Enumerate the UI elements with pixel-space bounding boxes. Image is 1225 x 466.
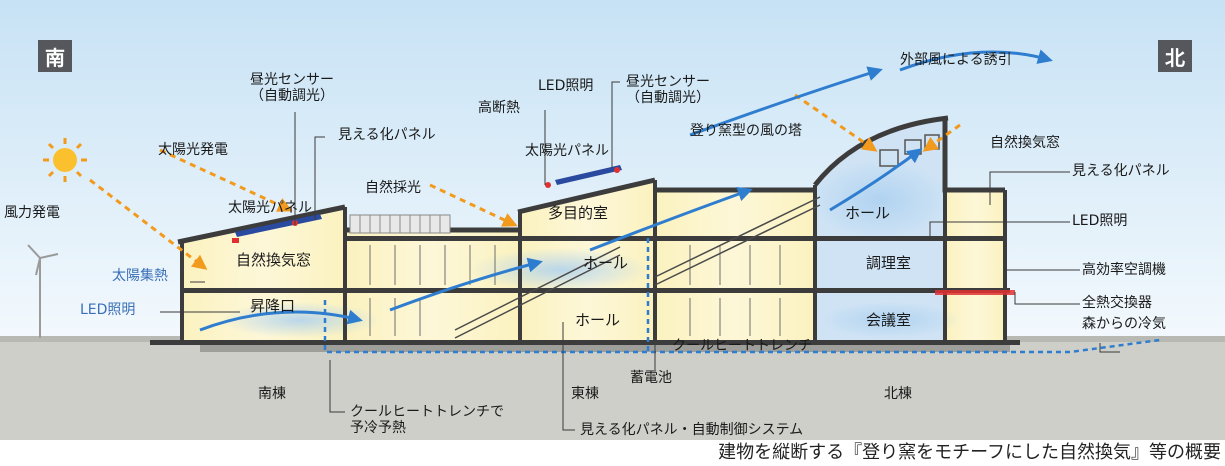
label-high-insulation: 高断熱 bbox=[478, 100, 520, 116]
label-solar-heat: 太陽集熱 bbox=[112, 268, 168, 284]
label-forest-cool-air: 森からの冷気 bbox=[1082, 316, 1166, 332]
label-high-efficiency-ac: 高効率空調機 bbox=[1082, 262, 1166, 278]
label-led-lighting-2: LED照明 bbox=[1072, 213, 1128, 229]
label-heat-exchanger: 全熱交換器 bbox=[1082, 295, 1152, 311]
cool-heat-trench-line bbox=[323, 238, 1161, 354]
label-led-lighting-3: LED照明 bbox=[80, 302, 136, 318]
label-hall-1: ホール bbox=[583, 254, 629, 272]
label-meeting-room: 会議室 bbox=[866, 311, 912, 329]
label-east-wing: 東棟 bbox=[571, 386, 599, 402]
label-north-wing: 北棟 bbox=[884, 386, 912, 402]
leader-lines bbox=[160, 81, 1120, 431]
label-hall-2: ホール bbox=[575, 311, 621, 329]
label-natural-vent-window-1: 自然換気窓 bbox=[236, 251, 312, 269]
airflow bbox=[199, 49, 1053, 332]
label-visualization-panel-1: 見える化パネル bbox=[338, 127, 436, 143]
north-badge: 北 bbox=[1158, 40, 1192, 72]
label-led-lighting-1: LED照明 bbox=[538, 78, 594, 94]
label-solar-panel-1: 太陽光パネル bbox=[228, 200, 312, 216]
sun-rays bbox=[89, 93, 961, 270]
label-stairwell: 昇降口 bbox=[250, 297, 296, 315]
mullions bbox=[369, 245, 781, 336]
ground bbox=[0, 340, 1225, 440]
label-wind-power: 風力発電 bbox=[4, 205, 60, 221]
figure-caption: 建物を縦断する『登り窯をモチーフにした自然換気』等の概要 bbox=[718, 442, 1221, 463]
north-label: 北 bbox=[1165, 45, 1185, 70]
label-cooking-room: 調理室 bbox=[866, 254, 912, 272]
label-cool-heat-trench: クールヒートトレンチ bbox=[672, 338, 812, 354]
label-daylight-sensor-1: 昼光センサー （自動調光） bbox=[250, 72, 334, 105]
label-solar-power: 太陽光発電 bbox=[158, 142, 228, 158]
floor-slabs bbox=[150, 236, 1020, 345]
south-label: 南 bbox=[45, 45, 65, 70]
walls bbox=[180, 118, 1007, 345]
label-storage-battery: 蓄電池 bbox=[630, 370, 672, 386]
staircases bbox=[454, 196, 821, 339]
roofs bbox=[177, 115, 1005, 245]
label-south-wing: 南棟 bbox=[258, 386, 286, 402]
label-wind-tower: 登り窯型の風の塔 bbox=[690, 123, 802, 139]
sun-icon bbox=[43, 138, 87, 182]
label-natural-daylight: 自然採光 bbox=[365, 180, 421, 196]
south-badge: 南 bbox=[38, 40, 72, 72]
label-visualization-panel-2: 見える化パネル bbox=[1072, 163, 1170, 179]
air-blobs bbox=[220, 160, 960, 338]
label-solar-panel-2: 太陽光パネル bbox=[525, 143, 609, 159]
wind-turbine-icon bbox=[27, 244, 59, 338]
solar-panels bbox=[235, 165, 622, 237]
label-natural-vent-window-2: 自然換気窓 bbox=[990, 135, 1060, 151]
label-hall-3: ホール bbox=[845, 204, 891, 222]
label-trench-precool: クールヒートトレンチで 予冷予熱 bbox=[350, 404, 504, 437]
label-daylight-sensor-2: 昼光センサー （自動調光） bbox=[626, 74, 710, 107]
label-multipurpose-room: 多目的室 bbox=[548, 204, 609, 222]
label-control-system: 見える化パネル・自動制御システム bbox=[580, 422, 804, 438]
label-outside-wind: 外部風による誘引 bbox=[900, 52, 1012, 68]
skylight bbox=[349, 214, 451, 234]
